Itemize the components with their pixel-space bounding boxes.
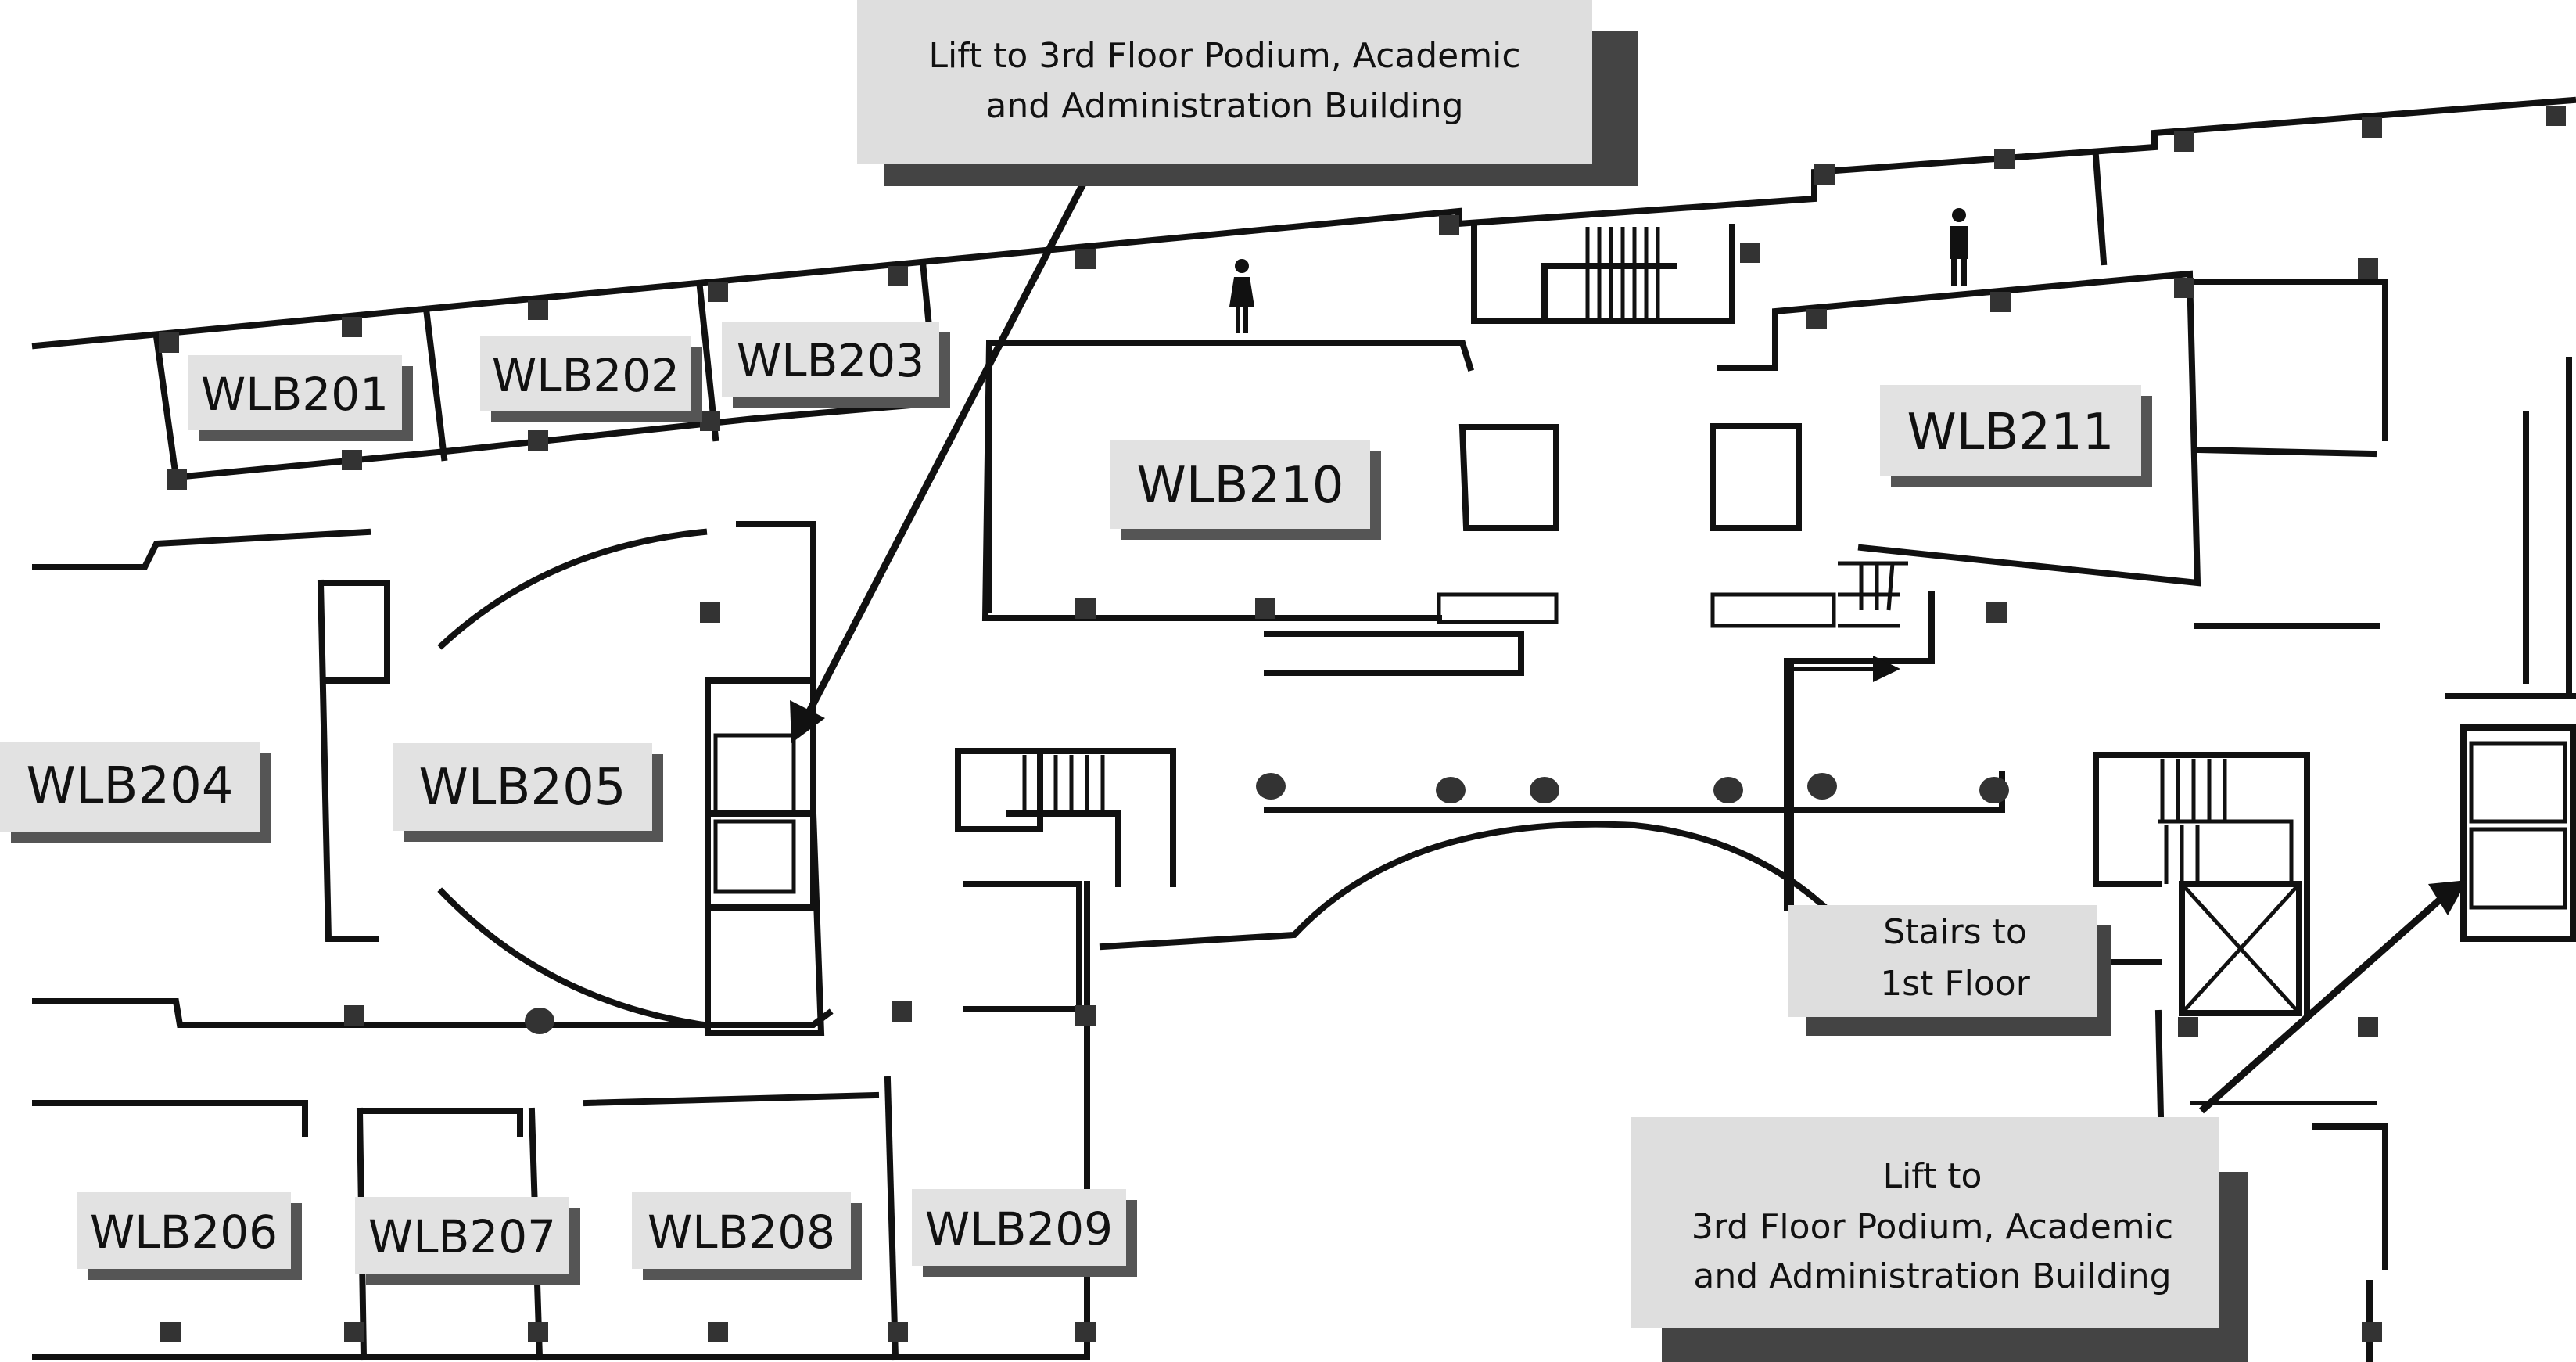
svg-text:and Administration Building: and Administration Building — [985, 86, 1463, 126]
room-label-wlb210[interactable]: WLB210 — [1110, 440, 1381, 540]
male-toilet-icon — [1950, 208, 1968, 286]
room-label-wlb202[interactable]: WLB202 — [480, 336, 702, 422]
room-label-wlb211[interactable]: WLB211 — [1880, 385, 2152, 487]
svg-text:WLB210: WLB210 — [1137, 457, 1344, 515]
svg-text:Lift to: Lift to — [1883, 1156, 1982, 1196]
callout-lift-bottom: Lift to 3rd Floor Podium, Academic and A… — [1631, 1117, 2248, 1362]
room-label-wlb205[interactable]: WLB205 — [393, 743, 663, 842]
svg-text:WLB203: WLB203 — [737, 334, 924, 387]
room-label-wlb207[interactable]: WLB207 — [355, 1197, 580, 1285]
room-label-wlb201[interactable]: WLB201 — [188, 355, 413, 441]
structural-columns — [159, 106, 2566, 1350]
svg-text:3rd Floor Podium, Academic: 3rd Floor Podium, Academic — [1692, 1207, 2173, 1247]
svg-text:WLB208: WLB208 — [648, 1206, 835, 1259]
room-label-wlb206[interactable]: WLB206 — [77, 1192, 302, 1280]
svg-text:WLB211: WLB211 — [1907, 404, 2115, 462]
svg-text:WLB207: WLB207 — [368, 1210, 556, 1263]
svg-text:WLB201: WLB201 — [201, 368, 389, 421]
room-label-wlb209[interactable]: WLB209 — [912, 1189, 1137, 1277]
svg-text:WLB209: WLB209 — [925, 1202, 1113, 1256]
arrows — [790, 181, 2467, 1114]
room-label-wlb203[interactable]: WLB203 — [722, 322, 950, 408]
walls — [31, 96, 2576, 1362]
svg-text:WLB205: WLB205 — [419, 759, 626, 817]
svg-text:Stairs to: Stairs to — [1883, 912, 2027, 952]
female-toilet-icon — [1229, 259, 1254, 333]
svg-text:and Administration Building: and Administration Building — [1693, 1256, 2171, 1296]
callout-stairs: Stairs to 1st Floor — [1788, 905, 2111, 1036]
svg-text:Lift to 3rd Floor Podium, Aca: Lift to 3rd Floor Podium, Academic — [928, 36, 1520, 76]
svg-text:WLB206: WLB206 — [90, 1206, 278, 1259]
svg-text:WLB202: WLB202 — [492, 349, 680, 402]
callout-lift-top: Lift to 3rd Floor Podium, Academic and A… — [857, 0, 1638, 186]
room-label-wlb204[interactable]: WLB204 — [0, 742, 271, 843]
svg-text:WLB204: WLB204 — [27, 757, 234, 815]
room-label-wlb208[interactable]: WLB208 — [632, 1192, 862, 1280]
svg-text:1st Floor: 1st Floor — [1880, 964, 2031, 1004]
